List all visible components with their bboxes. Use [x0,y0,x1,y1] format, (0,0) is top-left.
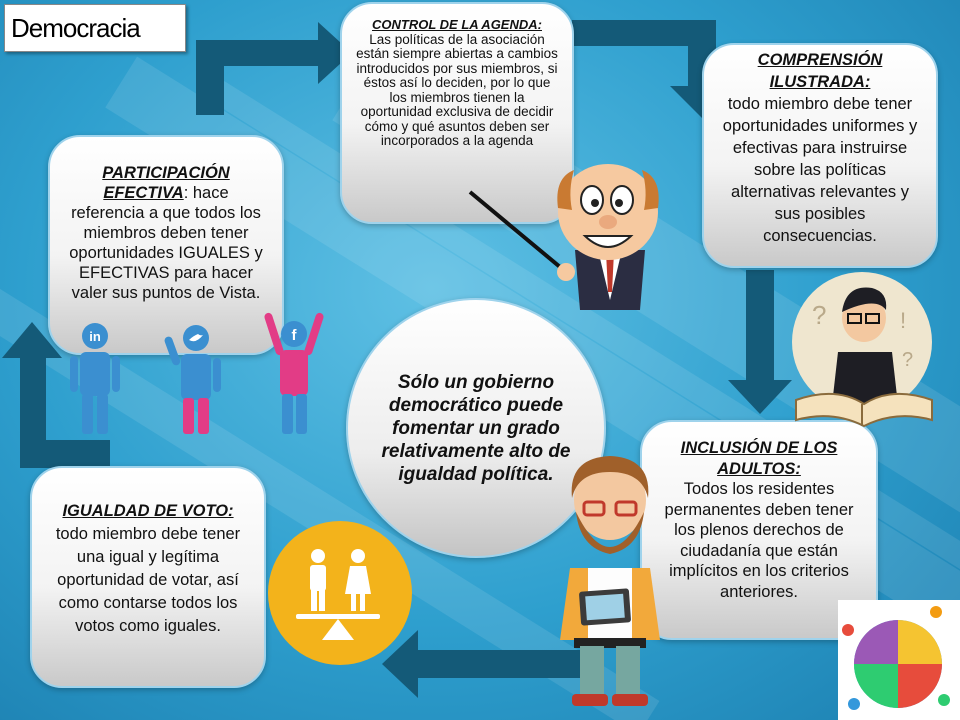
arrow-left-head [2,322,62,358]
center-statement: Sólo un gobierno democrático puede fomen… [381,371,571,485]
arrow-top-left-head [318,22,352,84]
arrow-bottom-horizontal [412,650,587,678]
figure-facebook: f [264,312,324,434]
gender-equality-icon [268,521,412,665]
heading-inclusion-adultos: INCLUSIÓN DE LOS ADULTOS: [680,439,838,478]
text-inclusion-adultos: Todos los residentes permanentes deben t… [664,480,854,601]
figure-twitter [164,325,221,434]
box-igualdad-voto: IGUALDAD DE VOTO: todo miembro debe tene… [30,466,266,688]
arrow-right-vertical [746,270,774,386]
box-participacion-efectiva: PARTICIPACIÓN EFECTIVA: hace referencia … [48,135,284,355]
arrow-right-head [728,380,792,414]
arrow-top-right-horizontal [572,20,702,46]
title-box: Democracia [4,4,186,52]
heading-participacion-efectiva: PARTICIPACIÓN EFECTIVA [102,164,230,202]
arrow-bottom-head [382,630,418,698]
text-participacion-efectiva: : hace referencia a que todos los miembr… [69,184,263,302]
text-comprension-ilustrada: todo miembro debe tener oportunidades un… [722,95,918,245]
arrow-top-left-horizontal [196,40,326,66]
text-igualdad-voto: todo miembro debe tener una igual y legí… [55,525,241,635]
linkedin-icon [82,323,108,349]
heading-comprension-ilustrada: COMPRENSIÓN ILUSTRADA: [757,51,883,91]
text-control-agenda: Las políticas de la asociación están sie… [356,31,558,148]
svg-text:!: ! [900,308,906,333]
box-control-agenda: CONTROL DE LA AGENDA: Las políticas de l… [340,2,574,224]
heading-igualdad-voto: IGUALDAD DE VOTO: [62,502,234,520]
svg-text:?: ? [902,349,913,371]
figure-linkedin: in [70,323,120,434]
heading-control-agenda: CONTROL DE LA AGENDA: [372,17,542,32]
box-comprension-ilustrada: COMPRENSIÓN ILUSTRADA: todo miembro debe… [702,43,938,268]
arrow-left-vertical [20,355,46,468]
page-title: Democracia [11,12,141,43]
svg-text:?: ? [812,300,826,330]
facebook-icon [281,321,307,347]
svg-text:f: f [292,327,298,344]
center-circle: Sólo un gobierno democrático puede fomen… [346,298,606,558]
svg-text:in: in [89,329,101,344]
